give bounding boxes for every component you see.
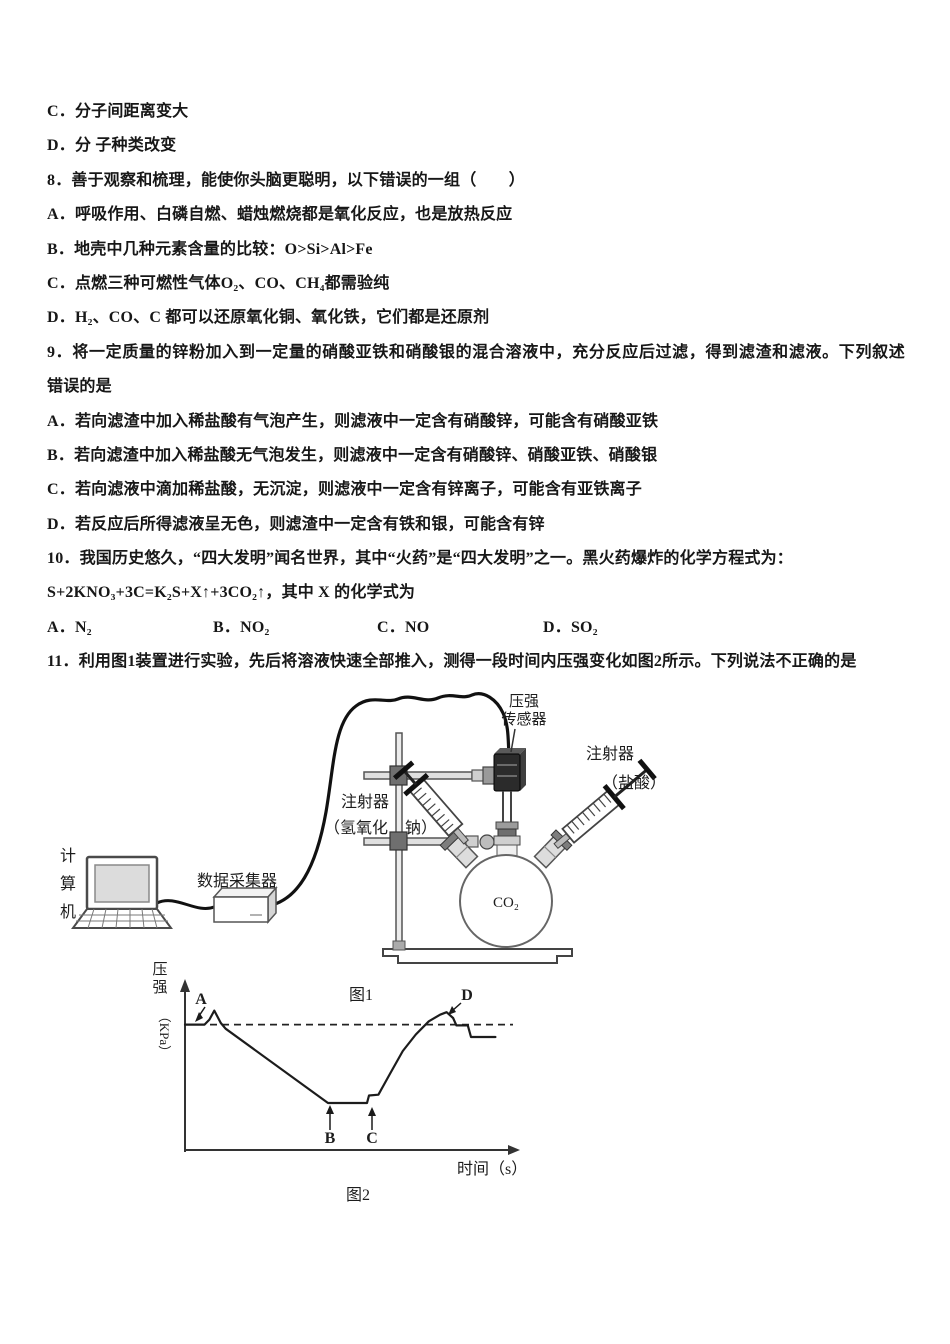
annotation-d: D <box>448 987 473 1015</box>
data-collector-icon <box>212 886 278 924</box>
cable-computer-collector <box>156 899 215 910</box>
svg-text:（氢氧化: （氢氧化 <box>324 819 388 837</box>
q10-option-c: C．NO <box>377 618 430 636</box>
syringe-hcl-label: 注射器 （盐酸） <box>586 745 666 792</box>
q10-option-b: B．NO₂ <box>213 618 270 636</box>
syringe-hcl-icon <box>553 758 657 850</box>
svg-text:钠）: 钠） <box>405 819 437 837</box>
annotation-a: A <box>195 991 207 1022</box>
q9-stem-line2: 错误的是 <box>47 378 112 396</box>
q9-option-d: D．若反应后所得滤液呈无色，则滤渣中一定含有铁和银，可能含有锌 <box>47 515 545 533</box>
figure2-caption: 图2 <box>346 1187 370 1204</box>
q9-option-a: A．若向滤渣中加入稀盐酸有气泡产生，则滤液中一定含有硝酸锌，可能含有硝酸亚铁 <box>47 412 659 430</box>
q9-option-c: C．若向滤液中滴加稀盐酸，无沉淀，则滤液中一定含有锌离子，可能含有亚铁离子 <box>47 481 642 499</box>
svg-text:C: C <box>366 1130 378 1147</box>
svg-text:机: 机 <box>60 903 76 921</box>
q7-option-d: D．分 子种类改变 <box>47 137 177 155</box>
y-axis-unit: （KPa） <box>157 1010 172 1058</box>
q8-option-c: C．点燃三种可燃性气体O₂、CO、CH₄都需验纯 <box>47 274 390 292</box>
annotation-b: B <box>325 1105 336 1147</box>
q10-equation: S+2KNO₃+3C=K₂S+X↑+3CO₂↑，其中 X 的化学式为 <box>47 584 416 602</box>
svg-text:注射器: 注射器 <box>586 745 634 763</box>
q10-option-a: A．N₂ <box>47 618 92 636</box>
svg-text:传感器: 传感器 <box>501 711 546 728</box>
pressure-sensor-icon <box>493 748 526 792</box>
q9-option-b: B．若向滤渣中加入稀盐酸无气泡发生，则滤液中一定含有硝酸锌、硝酸亚铁、硝酸银 <box>47 446 658 464</box>
svg-text:A: A <box>195 991 207 1008</box>
q8-option-a: A．呼吸作用、白磷自燃、蜡烛燃烧都是氧化反应，也是放热反应 <box>47 206 513 224</box>
annotation-c: C <box>366 1107 378 1147</box>
q8-stem: 8．善于观察和梳理，能使你头脑更聪明，以下错误的一组（ ） <box>47 171 526 189</box>
figure1-caption: 图1 <box>349 987 373 1004</box>
flask-gas-label: CO₂ <box>493 895 519 911</box>
cable-collector-sensor <box>267 692 511 908</box>
x-axis-arrowhead <box>508 1145 520 1155</box>
svg-text:算: 算 <box>60 874 76 893</box>
x-axis-label: 时间（s） <box>457 1160 527 1178</box>
svg-text:注射器: 注射器 <box>341 793 389 811</box>
figure2-pressure-chart: A B C D 压 强 （KPa <box>152 961 527 1204</box>
q7-option-c: C．分子间距离变大 <box>47 103 189 120</box>
pressure-curve <box>183 1009 497 1105</box>
q11-stem: 11．利用图1装置进行实验，先后将溶液快速全部推入，测得一段时间内压强变化如图2… <box>47 653 857 671</box>
svg-text:D: D <box>461 987 473 1004</box>
computer-label: 计 算 机 <box>60 847 76 921</box>
flask-center-neck <box>493 791 521 858</box>
q10-stem: 10．我国历史悠久，“四大发明”闻名世界，其中“火药”是“四大发明”之一。黑火药… <box>47 550 794 568</box>
y-axis-arrowhead <box>180 979 190 992</box>
q10-options-row: A．N₂ B．NO₂ C．NO D．SO₂ <box>47 611 905 645</box>
y-axis-label: 压 强 （KPa） <box>152 961 172 1058</box>
syringe-naoh-label: 注射器 （氢氧化 钠） <box>324 793 437 837</box>
syringe-naoh-icon <box>392 760 469 845</box>
figure1-apparatus: 计 算 机 数据采集器 <box>60 692 666 1004</box>
sensor-leader-line <box>510 728 516 753</box>
svg-text:强: 强 <box>152 980 167 996</box>
pressure-sensor-label: 压强 传感器 <box>501 693 546 728</box>
q10-option-d: D．SO₂ <box>543 618 598 636</box>
q8-option-d: D．H₂、CO、C 都可以还原氧化铜、氧化铁，它们都是还原剂 <box>47 309 490 327</box>
data-collector-label: 数据采集器 <box>197 872 277 890</box>
q9-stem-line1: 9．将一定质量的锌粉加入到一定量的硝酸亚铁和硝酸银的混合溶液中，充分反应后过滤，… <box>47 343 905 361</box>
stand-icon <box>363 732 573 964</box>
svg-text:计: 计 <box>60 847 76 865</box>
computer-icon <box>71 855 173 929</box>
svg-text:压: 压 <box>152 961 167 978</box>
q8-option-b: B．地壳中几种元素含量的比较：O>Si>Al>Fe <box>47 240 373 258</box>
svg-text:B: B <box>325 1130 336 1147</box>
question-text-block: C．分子间距离变大 D．分 子种类改变 8．善于观察和梳理，能使你头脑更聪明，以… <box>47 95 905 680</box>
svg-text:（盐酸）: （盐酸） <box>602 774 666 792</box>
svg-text:压强: 压强 <box>509 693 539 710</box>
